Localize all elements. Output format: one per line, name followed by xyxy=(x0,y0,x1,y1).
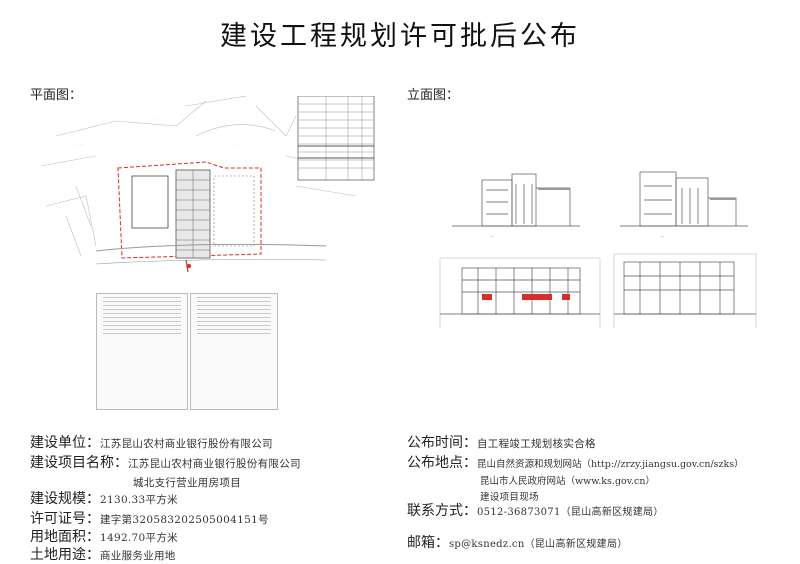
contact-key: 联系方式： xyxy=(407,503,477,519)
construction-unit-key: 建设单位： xyxy=(30,435,100,451)
permit-number-key: 许可证号： xyxy=(30,511,100,527)
permit-number-value: 建字第320583202505004151号 xyxy=(100,514,269,526)
publish-place-key: 公布地点： xyxy=(407,455,477,471)
project-name-value-line2: 城北支行营业用房项目 xyxy=(133,477,241,489)
land-area-key: 用地面积： xyxy=(30,529,100,545)
publish-time-key: 公布时间： xyxy=(407,435,477,451)
mailbox-key: 邮箱： xyxy=(407,535,449,551)
construction-unit-value: 江苏昆山农村商业银行股份有限公司 xyxy=(100,438,273,450)
land-use-key: 土地用途： xyxy=(30,547,100,563)
publish-place-gov-site: 昆山市人民政府网站（www.ks.gov.cn） xyxy=(480,476,655,487)
mailbox-value: sp@ksnedz.cn（昆山高新区规建局） xyxy=(449,539,628,550)
svg-text:—: — xyxy=(660,234,664,239)
land-area-value: 1492.70平方米 xyxy=(100,532,178,544)
svg-text:·· ·: ·· · xyxy=(236,142,241,147)
svg-text:—: — xyxy=(490,234,494,239)
scale-value: 2130.33平方米 xyxy=(100,494,178,506)
publish-place-website: 昆山自然资源和规划网站（http://zrzy.jiangsu.gov.cn/s… xyxy=(477,459,744,470)
contact-value: 0512-36873071（昆山高新区规建局） xyxy=(477,507,664,518)
plan-label: 平面图： xyxy=(30,88,83,103)
permit-attachment-thumbnail xyxy=(190,293,278,410)
land-use-value: 商业服务业用地 xyxy=(100,550,176,562)
project-name-value-line1: 江苏昆山农村商业银行股份有限公司 xyxy=(128,458,301,470)
permit-document-thumbnail xyxy=(96,293,188,410)
publish-time-value: 自工程竣工规划核实合格 xyxy=(477,438,596,450)
svg-text:· ··: · ·· xyxy=(156,117,161,122)
page-title: 建设工程规划许可批后公布 xyxy=(220,21,580,52)
site-plan-drawing: ·· · · · ·· ·· · xyxy=(40,96,375,273)
svg-text:·· · ·: ·· · · xyxy=(76,142,84,147)
project-name-key: 建设项目名称： xyxy=(30,455,128,471)
elevation-label: 立面图： xyxy=(407,88,460,103)
scale-key: 建设规模： xyxy=(30,491,100,507)
elevation-drawings: —— xyxy=(439,171,757,328)
publish-place-site: 建设项目现场 xyxy=(480,492,539,503)
